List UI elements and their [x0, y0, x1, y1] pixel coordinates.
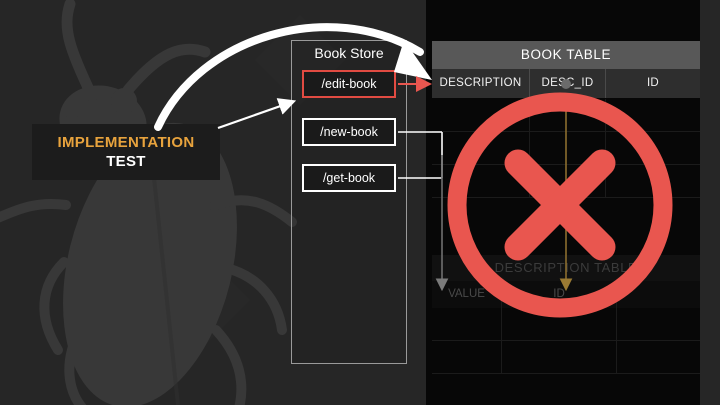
- table-row: [432, 308, 700, 341]
- bug-legs-icon: [0, 195, 297, 405]
- table-cell: [432, 341, 502, 373]
- table-cell: [530, 132, 606, 164]
- endpoint-get-book[interactable]: /get-book: [302, 164, 396, 192]
- book-table-col-description: DESCRIPTION: [432, 69, 530, 98]
- endpoint-edit-book[interactable]: /edit-book: [302, 70, 396, 98]
- table-cell: [432, 308, 502, 340]
- test-label: TEST: [106, 153, 146, 170]
- implementation-label: IMPLEMENTATION: [57, 134, 195, 151]
- book-table-title: BOOK TABLE: [432, 41, 700, 69]
- endpoint-new-book[interactable]: /new-book: [302, 118, 396, 146]
- table-row: [432, 341, 700, 374]
- table-cell: [432, 132, 530, 164]
- book-store-title: Book Store: [314, 45, 384, 61]
- error-cross-circle-icon: [447, 92, 673, 318]
- implementation-test-box: IMPLEMENTATION TEST: [32, 124, 220, 180]
- table-cell: [502, 341, 617, 373]
- book-table-col-id: ID: [646, 77, 660, 89]
- database-panel-right-margin: [700, 0, 720, 405]
- table-cell: [530, 165, 606, 197]
- table-cell: [502, 308, 617, 340]
- table-cell: [617, 341, 700, 373]
- description-table-body: [432, 308, 700, 374]
